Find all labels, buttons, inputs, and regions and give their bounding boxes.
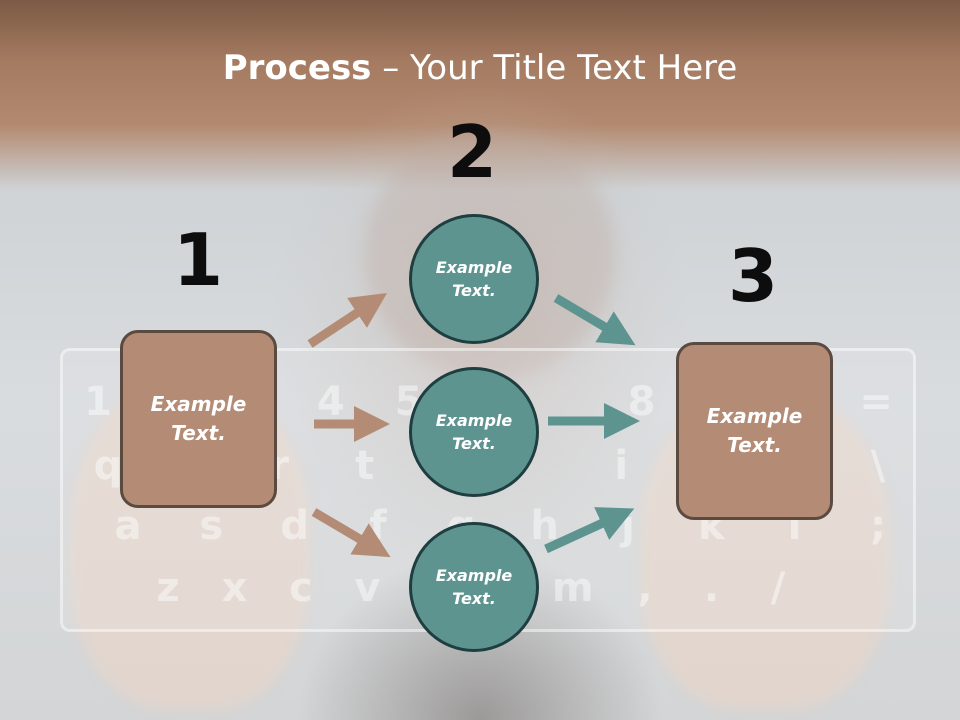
left-box-line1: Example <box>150 392 247 416</box>
slide-title: Process – Your Title Text Here <box>0 48 960 88</box>
keyboard-key: ; <box>869 503 886 549</box>
step-number-3: 3 <box>727 234 779 318</box>
keyboard-key: s <box>199 503 224 549</box>
circle-mid-line1: Example <box>435 411 513 430</box>
circle-bottom: Example Text. <box>409 522 539 652</box>
title-rest: – Your Title Text Here <box>371 48 738 88</box>
keyboard-key: 4 <box>317 379 345 425</box>
circle-mid: Example Text. <box>409 367 539 497</box>
keyboard-key: q <box>93 443 123 489</box>
keyboard-key: x <box>221 565 248 611</box>
circle-top-line2: Text. <box>452 281 496 300</box>
step-number-2: 2 <box>446 110 498 194</box>
keyboard-key: c <box>289 565 313 611</box>
circle-bottom-line1: Example <box>435 566 513 585</box>
keyboard-key: 1 <box>84 379 112 425</box>
circle-bottom-line2: Text. <box>452 589 496 608</box>
arrow-box-to-top-circle <box>307 293 388 348</box>
right-box-line1: Example <box>706 404 803 428</box>
left-box-line2: Text. <box>171 421 226 445</box>
step-number-1: 1 <box>172 218 224 302</box>
keyboard-key: z <box>156 565 180 611</box>
right-box-line2: Text. <box>727 433 782 457</box>
keyboard-key: . <box>703 565 720 611</box>
keyboard-key: = <box>859 379 893 425</box>
circle-top-line1: Example <box>435 258 513 277</box>
circle-mid-line2: Text. <box>452 434 496 453</box>
left-box: Example Text. <box>120 330 277 508</box>
keyboard-key: d <box>280 503 309 549</box>
right-box: Example Text. <box>676 342 833 520</box>
keyboard-key: / <box>770 565 786 611</box>
keyboard-key: i <box>614 443 629 489</box>
keyboard-key: \ <box>870 443 886 489</box>
keyboard-key: , <box>637 565 653 611</box>
arrow-bottom-circle-to-right-box <box>544 507 635 554</box>
arrow-box-to-bottom-circle <box>311 508 391 558</box>
title-bold: Process <box>222 48 372 88</box>
keyboard-key: t <box>355 443 375 489</box>
keyboard-key: a <box>114 503 142 549</box>
keyboard-key: v <box>354 565 381 611</box>
arrow-top-circle-to-right-box <box>553 294 636 346</box>
circle-top: Example Text. <box>409 214 539 344</box>
keyboard-key: m <box>551 565 594 611</box>
